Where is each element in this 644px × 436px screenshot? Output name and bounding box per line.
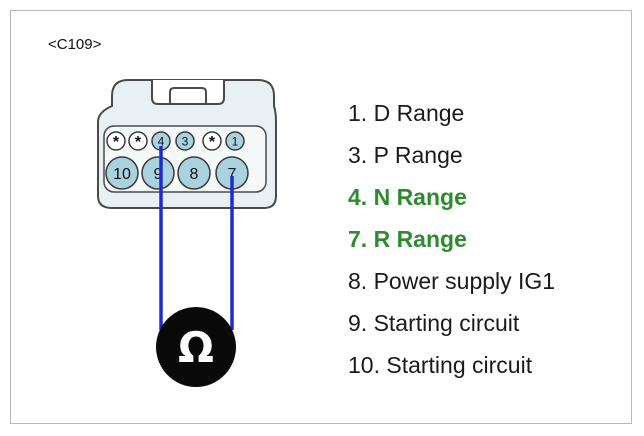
pin-10-socket (105, 156, 139, 190)
ohm-icon: Ω (178, 323, 214, 372)
pin-top-blank-1-socket (128, 131, 148, 151)
connector-id-label: <C109> (48, 36, 102, 53)
pin-legend: 1. D Range 3. P Range 4. N Range 7. R Ra… (348, 92, 555, 386)
legend-item-10: 10. Starting circuit (348, 352, 533, 378)
pin-top-blank-4-label: * (209, 134, 216, 151)
connector-latch (151, 80, 225, 105)
pin-9-socket (141, 156, 175, 190)
legend-item-1: 1. D Range (348, 100, 465, 126)
pin-8-socket (177, 156, 211, 190)
legend-item-9: 9. Starting circuit (348, 310, 520, 336)
pins-bottom-row: 10 9 8 7 (105, 156, 249, 190)
pin-top-3-socket (175, 131, 195, 151)
pin-top-blank-4-socket (202, 131, 222, 151)
pin-9-label: 9 (154, 166, 163, 183)
legend-item-7: 7. R Range (348, 226, 467, 252)
legend-item-4: 4. N Range (348, 184, 467, 210)
pin-10-label: 10 (113, 166, 131, 183)
pin-top-blank-0-socket (106, 131, 126, 151)
pin-top-4-label: 4 (158, 134, 165, 148)
pins-top-row: * * 4 3 * 1 (106, 131, 245, 151)
ohmmeter-symbol (156, 307, 236, 387)
connector-latch-inner (169, 87, 207, 104)
pin-top-3-label: 3 (182, 134, 189, 148)
pin-top-blank-0-label: * (113, 134, 120, 151)
pin-7-label: 7 (228, 166, 237, 183)
diagram-frame (10, 10, 632, 424)
pin-top-1-socket (225, 131, 245, 151)
pin-top-blank-1-label: * (135, 134, 142, 151)
legend-item-3: 3. P Range (348, 142, 463, 168)
pin-8-label: 8 (190, 166, 199, 183)
legend-item-8: 8. Power supply IG1 (348, 268, 556, 294)
pin-top-1-label: 1 (232, 134, 239, 148)
